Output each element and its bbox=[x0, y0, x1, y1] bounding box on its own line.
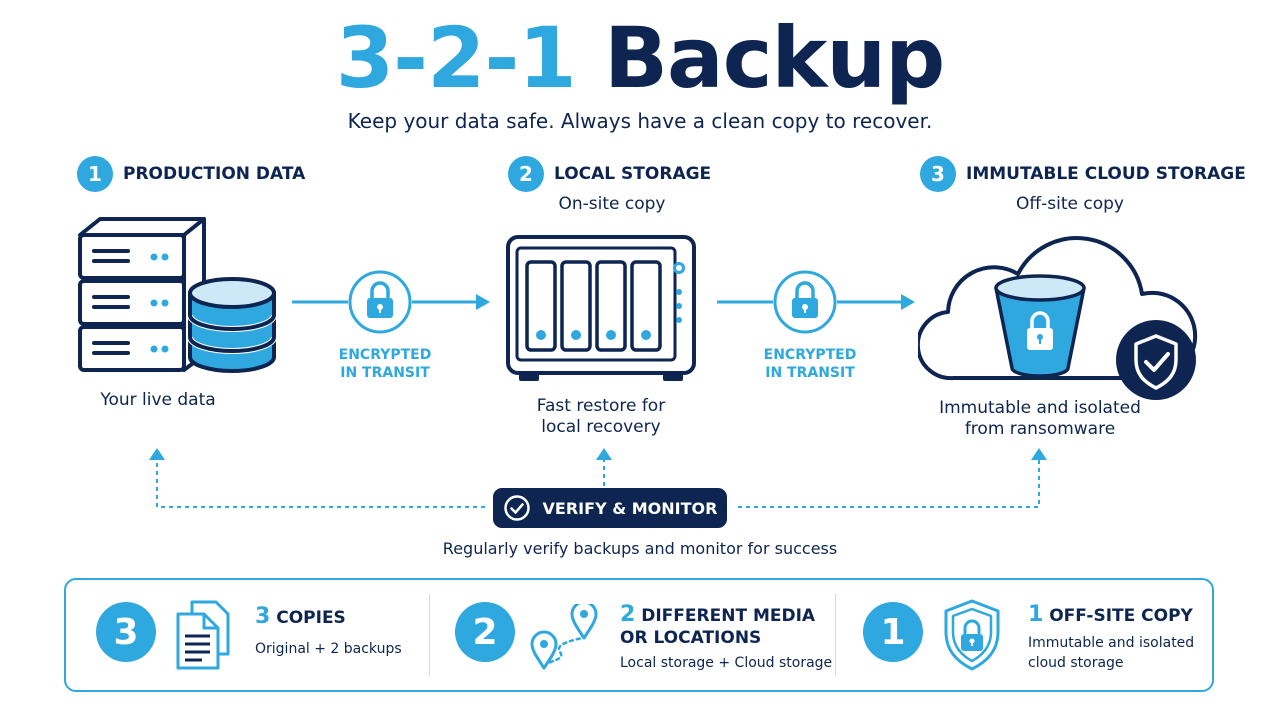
summary-3-title-number: 1 bbox=[1028, 602, 1044, 627]
summary-3-text: 1 OFF-SITE COPY Immutable and isolated c… bbox=[1028, 604, 1194, 673]
step-1-header: 1 PRODUCTION DATA bbox=[77, 156, 305, 192]
verify-monitor-badge: VERIFY & MONITOR bbox=[493, 488, 727, 528]
title-word: Backup bbox=[604, 9, 945, 107]
step-2-subtitle: On-site copy bbox=[558, 194, 666, 214]
step-2-title: LOCAL STORAGE bbox=[554, 164, 712, 184]
summary-divider-2 bbox=[835, 594, 836, 676]
summary-3-desc-line2: cloud storage bbox=[1028, 655, 1124, 671]
summary-2-text: 2 DIFFERENT MEDIA OR LOCATIONS Local sto… bbox=[620, 604, 832, 673]
summary-2-title-line2: OR LOCATIONS bbox=[620, 628, 762, 648]
summary-panel bbox=[64, 578, 1214, 692]
summary-1-desc: Original + 2 backups bbox=[255, 641, 402, 657]
verify-monitor-label: VERIFY & MONITOR bbox=[542, 498, 718, 518]
summary-2-title-text: DIFFERENT MEDIA bbox=[641, 606, 816, 626]
transit-arrow-2 bbox=[717, 270, 915, 334]
step-2-caption: Fast restore for local recovery bbox=[501, 396, 701, 438]
step-3-header: 3 IMMUTABLE CLOUD STORAGE bbox=[920, 156, 1246, 192]
transit-2-line2: IN TRANSIT bbox=[765, 365, 855, 381]
step-3-number: 3 bbox=[920, 156, 956, 192]
transit-label-2: ENCRYPTED IN TRANSIT bbox=[740, 346, 880, 382]
summary-3-number: 1 bbox=[863, 602, 923, 662]
summary-1-title: 3 COPIES bbox=[255, 606, 402, 629]
server-database-icon bbox=[78, 217, 277, 373]
step-3-caption-line1: Immutable and isolated bbox=[939, 398, 1141, 418]
summary-2-number: 2 bbox=[455, 602, 515, 662]
summary-1-title-text: COPIES bbox=[276, 608, 346, 628]
nas-device-icon bbox=[506, 235, 696, 381]
step-3-subtitle: Off-site copy bbox=[1016, 194, 1124, 214]
step-3-caption-line2: from ransomware bbox=[964, 419, 1116, 439]
step-1-number: 1 bbox=[77, 156, 113, 192]
shield-lock-icon bbox=[944, 599, 1000, 671]
step-2-caption-line1: Fast restore for bbox=[536, 396, 666, 416]
location-pins-icon bbox=[530, 604, 598, 670]
verify-connectors bbox=[149, 448, 1047, 508]
verify-caption: Regularly verify backups and monitor for… bbox=[442, 539, 838, 558]
summary-1-title-number: 3 bbox=[255, 604, 271, 629]
summary-2-title-number: 2 bbox=[620, 602, 636, 627]
transit-2-line1: ENCRYPTED bbox=[763, 347, 857, 363]
check-circle-icon bbox=[503, 495, 530, 521]
page-title: 3-2-1 Backup bbox=[0, 8, 1280, 108]
cloud-storage-icon bbox=[918, 236, 1198, 400]
documents-icon bbox=[176, 600, 230, 670]
summary-3-desc-line1: Immutable and isolated bbox=[1028, 635, 1195, 651]
step-1-title: PRODUCTION DATA bbox=[123, 164, 306, 184]
transit-1-line1: ENCRYPTED bbox=[338, 347, 432, 363]
transit-arrow-1 bbox=[292, 270, 490, 334]
summary-2-title: 2 DIFFERENT MEDIA bbox=[620, 604, 832, 627]
step-3-title: IMMUTABLE CLOUD STORAGE bbox=[966, 164, 1246, 184]
summary-divider-1 bbox=[429, 594, 430, 676]
summary-2-desc: Local storage + Cloud storage bbox=[620, 655, 833, 671]
step-2-caption-line2: local recovery bbox=[541, 417, 661, 437]
summary-3-title-text: OFF-SITE COPY bbox=[1049, 606, 1193, 626]
summary-3-title: 1 OFF-SITE COPY bbox=[1028, 604, 1194, 627]
step-3-caption: Immutable and isolated from ransomware bbox=[920, 398, 1160, 440]
step-1-caption: Your live data bbox=[100, 390, 216, 410]
title-number: 3-2-1 bbox=[335, 9, 577, 107]
step-2-number: 2 bbox=[508, 156, 544, 192]
page-subtitle: Keep your data safe. Always have a clean… bbox=[347, 109, 933, 133]
transit-1-line2: IN TRANSIT bbox=[340, 365, 430, 381]
transit-label-1: ENCRYPTED IN TRANSIT bbox=[315, 346, 455, 382]
summary-1-number: 3 bbox=[96, 602, 156, 662]
summary-1-text: 3 COPIES Original + 2 backups bbox=[255, 606, 402, 659]
step-2-header: 2 LOCAL STORAGE bbox=[508, 156, 711, 192]
